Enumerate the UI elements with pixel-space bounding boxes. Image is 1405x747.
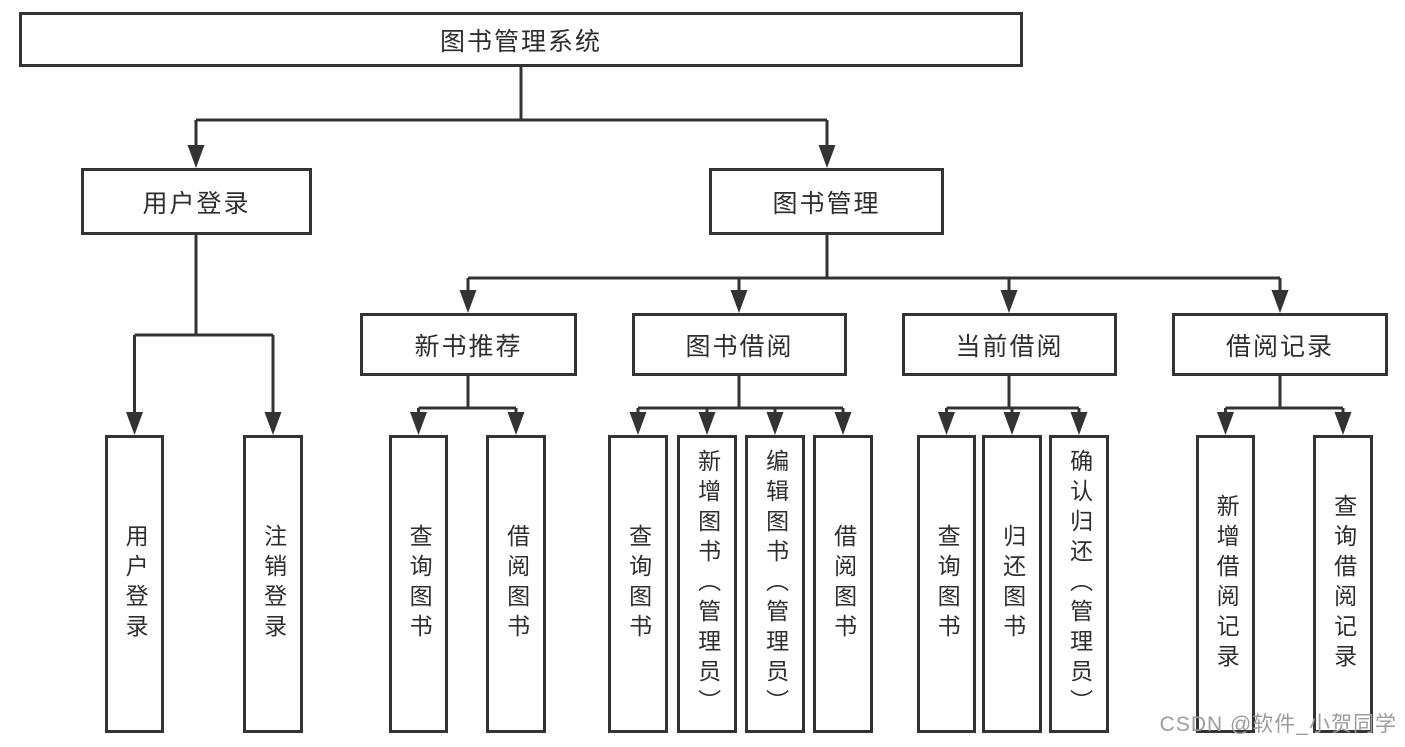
arrowhead: [1070, 412, 1088, 435]
leaf-query-borrow-record: 查询借阅记录: [1313, 435, 1373, 733]
arrowhead: [1271, 290, 1289, 313]
connector-newbook-to-leaves: [417, 376, 518, 416]
node-label: 归还图书: [999, 524, 1026, 644]
leaf-borrow-books-1: 借阅图书: [486, 435, 546, 733]
node-user-login: 用户登录: [81, 168, 312, 235]
node-current-borrowing: 当前借阅: [902, 313, 1117, 376]
leaf-user-login: 用户登录: [105, 435, 164, 733]
node-label: 注销登录: [260, 524, 287, 644]
node-root-library-system: 图书管理系统: [19, 12, 1023, 67]
node-label: 当前借阅: [955, 332, 1064, 361]
arrowhead: [1003, 412, 1021, 435]
leaf-add-borrow-record: 新增借阅记录: [1196, 435, 1255, 733]
node-borrow-records: 借阅记录: [1172, 313, 1388, 376]
connector-current-to-leaves: [945, 376, 1081, 416]
leaf-add-books-admin: 新增图书（管理员）: [677, 435, 737, 733]
node-label: 借阅图书: [503, 524, 530, 644]
leaf-logout: 注销登录: [243, 435, 303, 733]
arrowhead: [410, 412, 427, 435]
leaf-query-books-3: 查询图书: [917, 435, 976, 733]
connector-userlogin-to-leaves: [133, 235, 275, 416]
arrowhead: [938, 412, 955, 435]
node-label: 借阅图书: [830, 524, 857, 644]
node-label: 借阅记录: [1225, 332, 1334, 361]
leaf-query-books-2: 查询图书: [608, 435, 668, 733]
leaf-borrow-books-2: 借阅图书: [813, 435, 873, 733]
arrowhead: [766, 412, 784, 435]
node-label: 新增图书（管理员）: [694, 449, 721, 719]
node-label: 图书管理系统: [439, 27, 602, 56]
leaf-confirm-return-admin: 确认归还（管理员）: [1049, 435, 1109, 733]
arrowhead: [629, 412, 647, 435]
connector-bookmgmt-to-level3: [466, 235, 1282, 293]
node-label: 用户登录: [122, 524, 149, 644]
node-label: 图书借阅: [685, 332, 794, 361]
node-label: 确认归还（管理员）: [1066, 449, 1093, 719]
leaf-query-books-1: 查询图书: [389, 435, 448, 733]
node-label: 编辑图书（管理员）: [762, 449, 789, 719]
node-label: 查询图书: [406, 524, 433, 644]
leaf-return-books: 归还图书: [982, 435, 1042, 733]
connector-records-to-leaves: [1224, 376, 1345, 416]
node-book-management: 图书管理: [709, 168, 944, 235]
arrowhead: [698, 412, 716, 435]
node-new-book-recommend: 新书推荐: [360, 313, 577, 376]
arrowhead: [1217, 412, 1234, 435]
node-label: 用户登录: [142, 189, 251, 218]
arrowhead: [507, 412, 525, 435]
arrowhead: [818, 145, 836, 168]
arrowhead: [459, 290, 477, 313]
arrowhead: [834, 412, 852, 435]
arrowhead: [730, 290, 748, 313]
arrowhead: [126, 412, 143, 435]
leaf-edit-books-admin: 编辑图书（管理员）: [745, 435, 805, 733]
node-label: 新书推荐: [414, 332, 523, 361]
csdn-watermark: CSDN @软件_小贺同学: [1159, 713, 1397, 736]
node-label: 图书管理: [772, 189, 881, 218]
arrowhead: [1000, 290, 1018, 313]
node-label: 新增借阅记录: [1213, 494, 1240, 674]
connector-borrow-to-leaves: [636, 376, 845, 416]
node-label: 查询借阅记录: [1330, 494, 1357, 674]
arrowhead: [187, 145, 205, 168]
node-label: 查询图书: [934, 524, 961, 644]
arrowhead: [1334, 412, 1352, 435]
node-book-borrowing: 图书借阅: [632, 313, 847, 376]
connector-root-to-level2: [194, 67, 829, 149]
node-label: 查询图书: [625, 524, 652, 644]
arrowhead: [264, 412, 282, 435]
